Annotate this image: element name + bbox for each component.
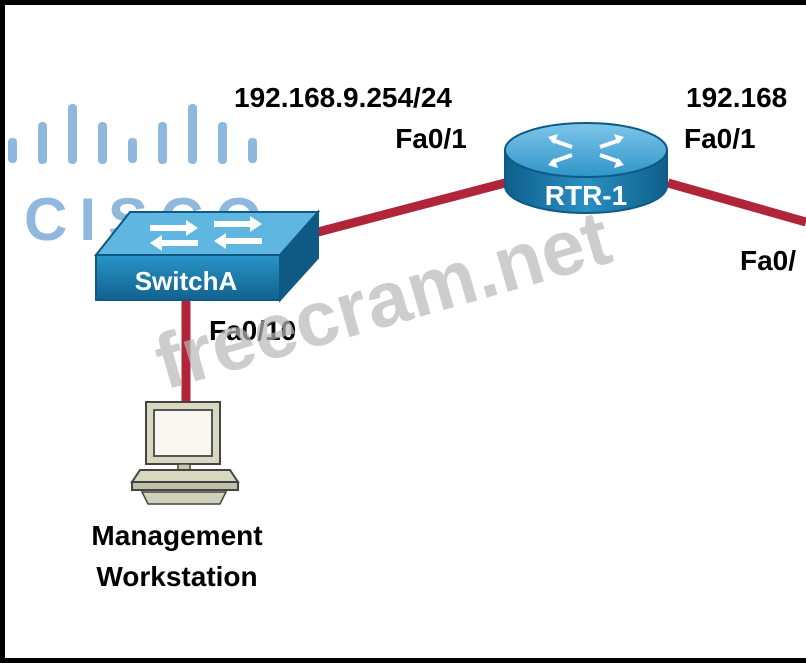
diagram-background: [5, 5, 806, 658]
switch-icon: [93, 209, 321, 303]
link-switch-router: [316, 178, 507, 237]
switch-label: SwitchA: [135, 266, 238, 296]
workstation-port-label: Fa0/10: [209, 315, 296, 346]
router-label: RTR-1: [545, 180, 627, 211]
router-right-ip-label: 192.168: [686, 82, 787, 113]
switch-ip-label: 192.168.9.254/24: [234, 82, 452, 113]
workstation-label-line1: Management: [91, 520, 262, 551]
router-icon: [504, 122, 668, 214]
workstation-label-line2: Workstation: [96, 561, 257, 592]
router-right-port-label: Fa0/: [740, 245, 796, 276]
router-left-port-label: Fa0/1: [684, 123, 756, 154]
switch-router-port-label: Fa0/1: [395, 123, 467, 154]
link-router-right: [666, 178, 806, 227]
workstation-icon: [130, 401, 240, 505]
